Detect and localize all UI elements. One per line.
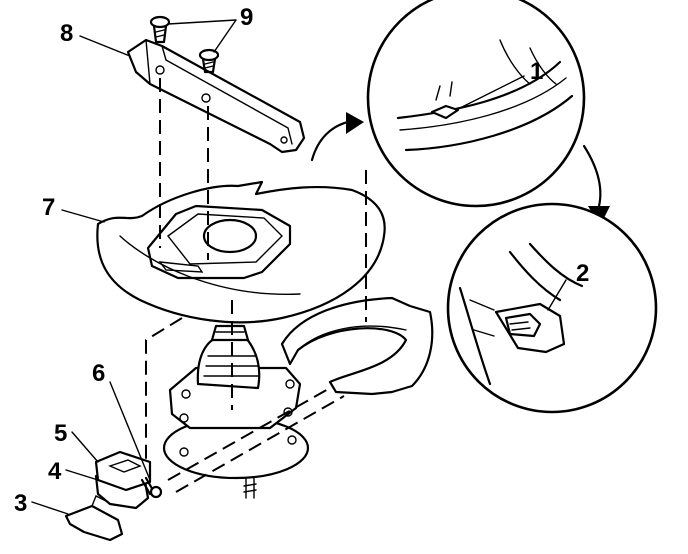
- callout-1: 1: [530, 58, 544, 85]
- callout-9: 9: [240, 4, 254, 31]
- backing-plate-part-7: [96, 180, 386, 324]
- leader-5: [71, 431, 99, 463]
- callout-7: 7: [42, 194, 56, 221]
- leader-9: [167, 19, 237, 53]
- alignment-dashed-lines: [145, 78, 367, 493]
- leader-6: [109, 381, 151, 481]
- callout-4: 4: [48, 458, 62, 485]
- hub-bearing-assembly: [162, 324, 310, 499]
- sensor-screw-part-6: [140, 476, 163, 499]
- leader-8: [79, 35, 131, 57]
- leader-2: [547, 279, 567, 311]
- leader-1: [455, 75, 525, 111]
- leader-3: [31, 501, 69, 515]
- bolt-part-9-right: [198, 48, 220, 74]
- arrow-to-detail-top: [310, 112, 364, 162]
- callout-3: 3: [14, 490, 28, 517]
- detail-circle-top: [366, 0, 586, 208]
- bolt-part-9-left: [149, 15, 171, 44]
- callout-5: 5: [54, 420, 68, 447]
- bracket-part-8: [126, 38, 306, 154]
- leader-7: [61, 209, 105, 223]
- callout-8: 8: [60, 20, 74, 47]
- callout-2: 2: [576, 260, 590, 287]
- detail-circle-bottom: [446, 202, 658, 414]
- callout-6: 6: [92, 360, 106, 387]
- curved-band-part: [280, 296, 434, 396]
- leader-4: [65, 469, 99, 481]
